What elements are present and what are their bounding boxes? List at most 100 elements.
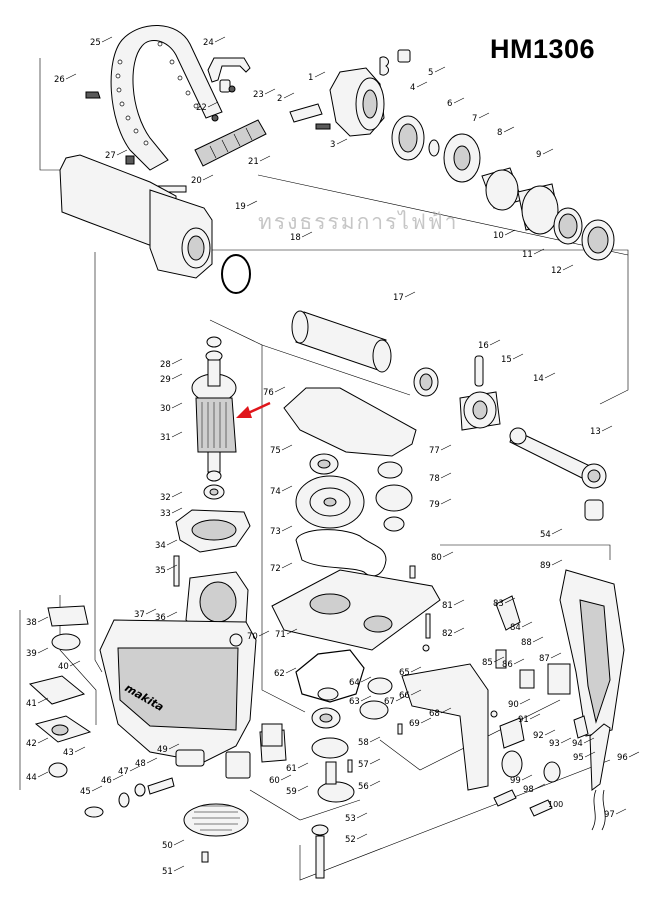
motor-housing: makita [99,619,287,779]
leader-line-76 [274,386,286,393]
part-number-61: 61 [286,764,297,774]
part-number-97: 97 [604,810,615,820]
leader-line-64 [360,676,372,683]
leader-line-57 [369,758,381,765]
part-number-51: 51 [162,867,173,877]
part-number-48: 48 [135,759,146,769]
part-number-93: 93 [549,739,560,749]
part-number-88: 88 [521,638,532,648]
leader-line-27 [116,149,128,156]
part-number-5: 5 [428,68,433,78]
part-number-49: 49 [157,745,168,755]
leader-line-99 [521,774,533,781]
part-number-74: 74 [270,487,281,497]
leader-line-46 [112,774,124,781]
part-number-20: 20 [191,176,202,186]
leader-line-56 [369,780,381,787]
part-number-26: 26 [54,75,65,85]
leader-line-38 [37,616,49,623]
leader-line-2 [283,92,295,99]
leader-line-16 [489,339,501,346]
leader-line-43 [74,746,86,753]
leader-line-95 [584,751,596,758]
part-number-40: 40 [58,662,69,672]
leader-line-82 [453,627,465,634]
part-number-82: 82 [442,629,453,639]
part-number-22: 22 [196,103,207,113]
part-number-90: 90 [508,700,519,710]
leader-line-32 [171,491,183,498]
leader-line-66 [410,689,422,696]
red-callout-arrow [236,401,271,418]
part-number-86: 86 [502,660,513,670]
leader-line-17 [404,291,416,298]
part-number-24: 24 [203,38,214,48]
leader-line-22 [207,101,219,108]
leader-line-75 [281,444,293,451]
part-number-80: 80 [431,553,442,563]
part-number-30: 30 [160,404,171,414]
part-number-16: 16 [478,341,489,351]
piston-and-connecting-rod [291,310,607,521]
leader-line-47 [129,765,141,772]
leader-line-69 [420,717,432,724]
part-number-89: 89 [540,561,551,571]
leader-line-7 [478,112,490,119]
leader-line-26 [65,73,77,80]
part-number-81: 81 [442,601,453,611]
leader-line-71 [286,628,298,635]
part-number-38: 38 [26,618,37,628]
crank-housing-and-gears [271,387,441,652]
part-number-91: 91 [518,715,529,725]
leader-line-54 [551,528,563,535]
part-number-63: 63 [349,697,360,707]
leader-line-59 [297,785,309,792]
part-number-45: 45 [80,787,91,797]
leader-line-92 [544,729,556,736]
part-98-annotation: 100 [548,800,564,809]
leader-line-52 [356,833,368,840]
part-number-43: 43 [63,748,74,758]
leader-line-67 [395,695,407,702]
watermark-text: ทรงธรรมการไฟฟ้า [258,210,459,234]
barrel-housing [59,154,251,294]
leader-line-98 [534,783,546,790]
leader-line-63 [360,695,372,702]
leader-line-88 [532,636,544,643]
crank-shaft-stack [261,649,403,879]
leader-line-70 [258,630,270,637]
part-number-70: 70 [247,632,258,642]
part-number-52: 52 [345,835,356,845]
part-number-13: 13 [590,427,601,437]
leader-line-6 [453,97,465,104]
leader-line-90 [519,698,531,705]
leader-line-3 [336,138,348,145]
leader-line-45 [91,785,103,792]
part-number-67: 67 [384,697,395,707]
part-number-10: 10 [493,231,504,241]
leader-line-15 [512,353,524,360]
part-number-14: 14 [533,374,544,384]
leader-line-80 [442,551,454,558]
part-number-87: 87 [539,654,550,664]
part-number-27: 27 [105,151,116,161]
part-number-68: 68 [429,709,440,719]
part-number-7: 7 [472,114,477,124]
part-number-18: 18 [290,233,301,243]
leader-line-8 [503,126,515,133]
part-number-37: 37 [134,610,145,620]
leader-line-34 [166,539,178,546]
leader-line-35 [166,564,178,571]
leader-line-12 [562,264,574,271]
part-number-2: 2 [277,94,282,104]
model-number-title: HM1306 [490,34,596,64]
leader-line-73 [281,525,293,532]
part-number-71: 71 [275,630,286,640]
leader-line-62 [285,667,297,674]
part-number-66: 66 [399,691,410,701]
part-number-32: 32 [160,493,171,503]
part-number-59: 59 [286,787,297,797]
leader-line-96 [628,751,640,758]
leader-line-14 [544,372,556,379]
part-number-95: 95 [573,753,584,763]
